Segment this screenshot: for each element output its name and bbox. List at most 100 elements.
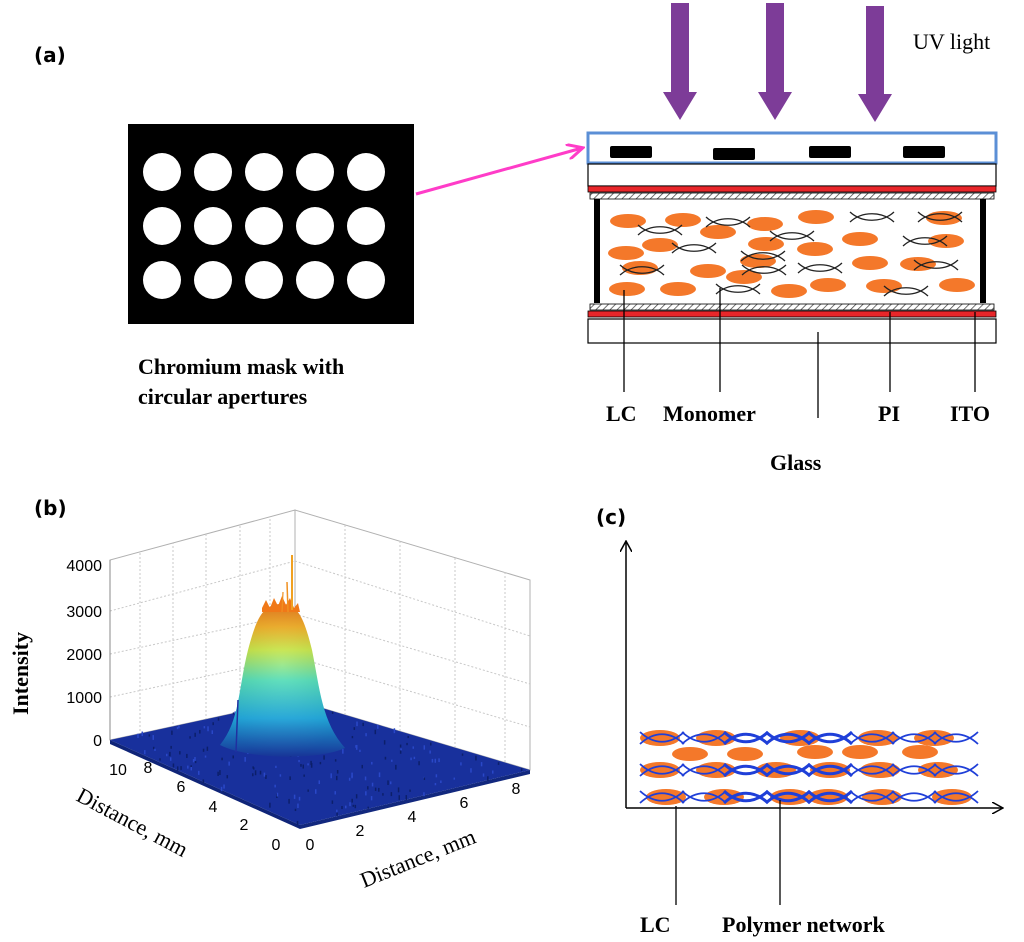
- panel-a: (a) Chromium mask with circular aperture…: [34, 3, 998, 475]
- z-tick-label: 2000: [66, 647, 102, 664]
- lc-molecule: [665, 213, 701, 227]
- mask-apertures: [143, 153, 385, 299]
- c-lc-molecule: [862, 789, 902, 805]
- c-polymer-strand: [849, 763, 895, 777]
- mask-block-3: [809, 146, 851, 158]
- y-tick-label: 0: [272, 837, 281, 854]
- c-lc-molecule: [640, 762, 680, 778]
- polymer-network-layer: [639, 730, 979, 805]
- c-lc-molecule: [914, 730, 954, 746]
- lc-molecule: [726, 270, 762, 284]
- lc-molecule: [747, 217, 783, 231]
- c-polymer-strand: [764, 789, 812, 805]
- panel-a-label: (a): [34, 43, 66, 67]
- c-lc-molecule: [797, 745, 833, 759]
- label-pi: PI: [878, 401, 900, 426]
- label-ito: ITO: [950, 401, 990, 426]
- y-tick-label: 10: [109, 762, 127, 779]
- c-polymer-strand: [891, 763, 937, 777]
- mask-to-cell-arrow: [415, 148, 582, 196]
- label-glass: Glass: [770, 450, 822, 475]
- c-polymer-strand: [722, 730, 770, 746]
- intensity-peak: [220, 555, 345, 757]
- y-tick-label: 2: [240, 817, 249, 834]
- lc-molecule: [609, 282, 645, 296]
- top-glass: [587, 163, 997, 187]
- x-tick-label: 4: [408, 809, 417, 826]
- z-tick-label: 3000: [66, 604, 102, 621]
- monomer-molecule: [883, 285, 929, 297]
- x-tick-label: 2: [356, 823, 365, 840]
- y-tick-label: 6: [177, 779, 186, 796]
- c-polymer-strand: [933, 763, 979, 777]
- lc-molecule: [798, 210, 834, 224]
- lc-molecule: [842, 232, 878, 246]
- monomer-molecule: [741, 264, 787, 276]
- lc-molecule: [740, 254, 776, 268]
- lc-molecule: [700, 225, 736, 239]
- monomer-molecule: [917, 211, 963, 223]
- z-tick-label: 4000: [66, 558, 102, 575]
- c-polymer-strand: [722, 762, 770, 778]
- uv-arrow-3: [858, 6, 892, 122]
- c-polymer-strand: [764, 762, 812, 778]
- mask-aperture: [347, 153, 385, 191]
- label-monomer: Monomer: [663, 401, 756, 426]
- uv-light-label: UV light: [913, 29, 990, 54]
- lc-molecule: [928, 234, 964, 248]
- c-lc-molecule: [810, 762, 850, 778]
- c-lc-molecule: [646, 789, 686, 805]
- x-axis-label: Distance, mm: [357, 824, 480, 893]
- y-tick-label: 8: [144, 760, 153, 777]
- panel-c-label: (c): [596, 505, 626, 529]
- bottom-ito: [587, 310, 997, 318]
- c-polymer-strand: [891, 731, 937, 745]
- c-polymer-strand: [806, 762, 854, 778]
- c-lc-molecule: [672, 747, 708, 761]
- lc-molecule: [810, 278, 846, 292]
- top-ito: [587, 185, 997, 193]
- x-tick-label: 0: [306, 837, 315, 854]
- c-polymer-strand: [891, 790, 937, 804]
- c-lc-molecule: [902, 745, 938, 759]
- uv-arrows: [663, 3, 892, 122]
- c-label-polymer: Polymer network: [722, 912, 885, 937]
- monomer-molecule: [705, 216, 751, 228]
- mask-block-4: [903, 146, 945, 158]
- mask-aperture: [347, 207, 385, 245]
- c-label-lc: LC: [640, 912, 671, 937]
- mask-aperture: [194, 261, 232, 299]
- mask-aperture: [296, 153, 334, 191]
- c-lc-molecule: [640, 730, 680, 746]
- mask-aperture: [143, 207, 181, 245]
- mask-aperture: [347, 261, 385, 299]
- x-tick-label: 8: [512, 781, 521, 798]
- monomer-molecule: [619, 264, 665, 276]
- bottom-pi: [589, 303, 995, 311]
- lc-molecule: [660, 282, 696, 296]
- z-tick-label: 1000: [66, 690, 102, 707]
- c-polymer-strand: [639, 790, 685, 804]
- bottom-glass: [587, 318, 997, 344]
- mask-aperture: [194, 207, 232, 245]
- monomer-molecule: [671, 242, 717, 254]
- c-polymer-strand: [849, 731, 895, 745]
- mask-aperture: [296, 261, 334, 299]
- c-polymer-strand: [806, 789, 854, 805]
- lc-molecule: [939, 278, 975, 292]
- monomer-molecule: [637, 224, 683, 236]
- c-polymer-strand: [639, 763, 685, 777]
- mask-aperture: [296, 207, 334, 245]
- x-tick-label: 6: [460, 795, 469, 812]
- monomer-molecule: [913, 259, 959, 271]
- c-polymer-strand: [639, 731, 685, 745]
- monomer-molecule: [849, 211, 895, 223]
- left-spacer: [594, 199, 600, 303]
- lc-molecule: [852, 256, 888, 270]
- mask-aperture: [245, 207, 283, 245]
- lc-molecule: [642, 238, 678, 252]
- monomer-molecule: [797, 262, 843, 274]
- c-polymer-strand: [933, 731, 979, 745]
